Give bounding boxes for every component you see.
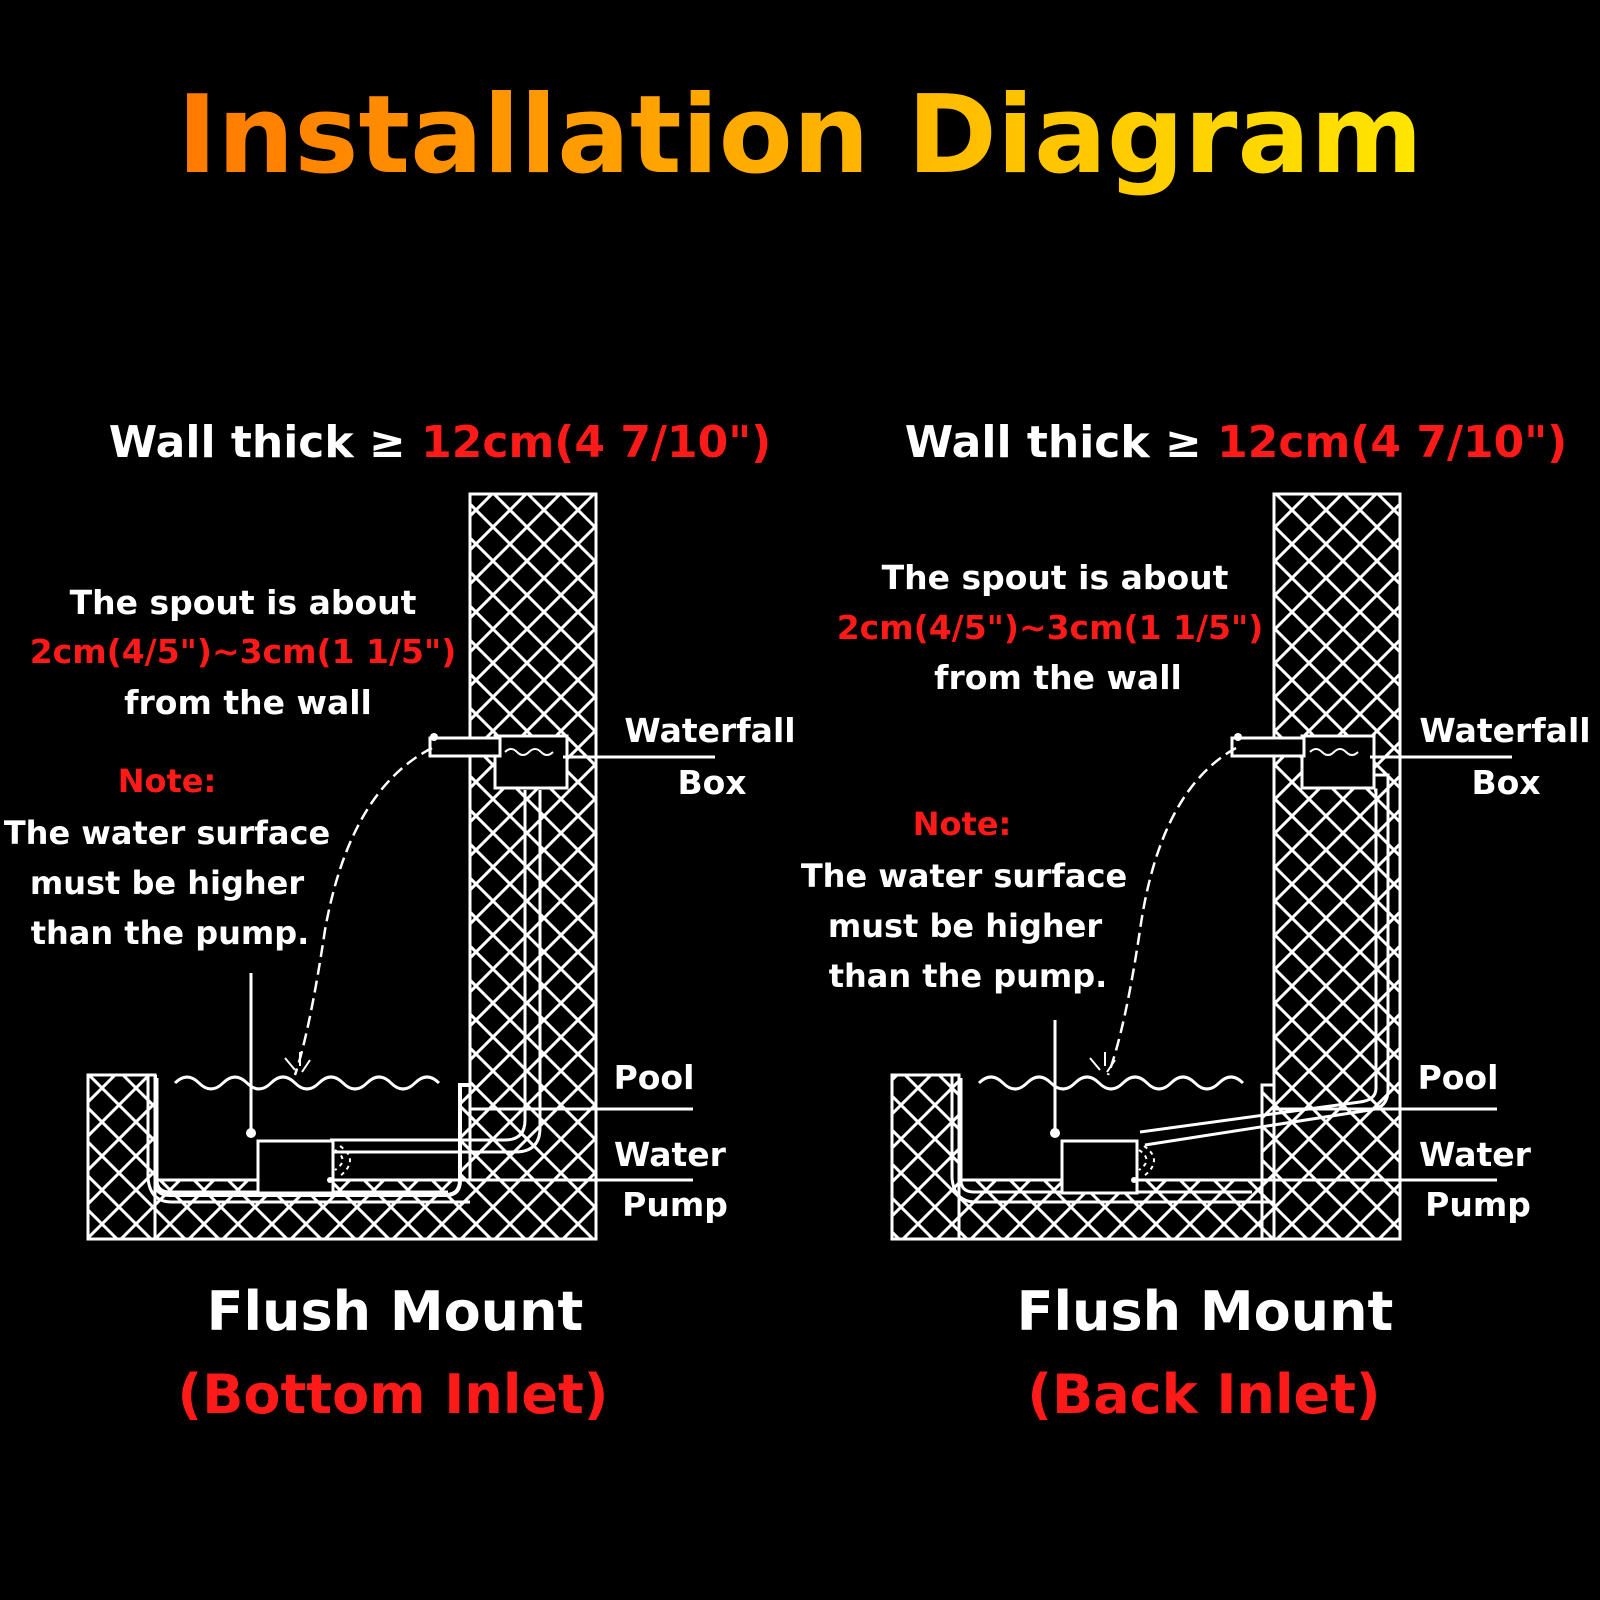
waterfall-box-label-2: Box	[677, 763, 746, 802]
wall	[468, 492, 598, 1241]
waterfall-box-label-1: Waterfall	[624, 711, 795, 750]
pool-label: Pool	[1418, 1058, 1499, 1097]
wall-thickness-label: Wall thick ≥	[109, 417, 421, 468]
note-line3: than the pump.	[31, 914, 310, 952]
waterfall-box	[493, 734, 569, 790]
water-pump-label-1: Water	[1419, 1135, 1532, 1174]
water-stream	[293, 746, 433, 1076]
wall-thickness-value: 12cm(4 7/10")	[1217, 417, 1567, 468]
caption-title: Flush Mount	[207, 1280, 584, 1343]
water-pump	[1060, 1139, 1139, 1195]
waterfall-box-label-1: Waterfall	[1419, 711, 1590, 750]
pool-label: Pool	[614, 1058, 695, 1097]
water-surface	[977, 1075, 1245, 1091]
water-surface	[173, 1075, 441, 1091]
svg-text:Wall thick ≥ 12cm(4 7/10"): Wall thick ≥ 12cm(4 7/10")	[109, 417, 772, 468]
water-pump-label-2: Pump	[622, 1185, 728, 1224]
waterfall-box	[1300, 734, 1376, 790]
note-line1: The water surface	[4, 814, 330, 852]
pool-basin	[1260, 1083, 1276, 1241]
note-line2: must be higher	[828, 907, 1103, 945]
spout-text-line2: 2cm(4/5")~3cm(1 1/5")	[837, 608, 1264, 647]
spout-text-line3: from the wall	[934, 658, 1182, 697]
water-pump-label-1: Water	[614, 1135, 727, 1174]
note-line2: must be higher	[30, 864, 305, 902]
spout-text-line1: The spout is about	[70, 583, 417, 622]
note-line1: The water surface	[801, 857, 1127, 895]
page-title: Installation Diagram	[177, 73, 1423, 198]
left-diagram: Wall thick ≥ 12cm(4 7/10") The spout is …	[4, 417, 796, 1426]
caption-subtitle: (Bottom Inlet)	[178, 1363, 609, 1426]
water-stream	[1106, 746, 1237, 1076]
water-pump	[256, 1139, 335, 1195]
caption-subtitle: (Back Inlet)	[1027, 1363, 1380, 1426]
note-label: Note:	[913, 805, 1012, 843]
water-pump-label-2: Pump	[1425, 1185, 1531, 1224]
caption-title: Flush Mount	[1017, 1280, 1394, 1343]
right-diagram: Wall thick ≥ 12cm(4 7/10") The spout is …	[801, 417, 1591, 1426]
wall-thickness-label: Wall thick ≥	[905, 417, 1217, 468]
svg-text:Wall thick ≥ 12cm(4 7/10"): Wall thick ≥ 12cm(4 7/10")	[905, 417, 1568, 468]
note-line3: than the pump.	[829, 957, 1108, 995]
spout-text-line1: The spout is about	[882, 558, 1229, 597]
wall	[1272, 492, 1402, 1241]
waterfall-box-label-2: Box	[1471, 763, 1540, 802]
note-label: Note:	[118, 762, 217, 800]
wall-thickness-value: 12cm(4 7/10")	[421, 417, 771, 468]
spout-text-line3: from the wall	[124, 683, 372, 722]
pipe	[330, 790, 542, 1154]
spout-text-line2: 2cm(4/5")~3cm(1 1/5")	[30, 632, 457, 671]
